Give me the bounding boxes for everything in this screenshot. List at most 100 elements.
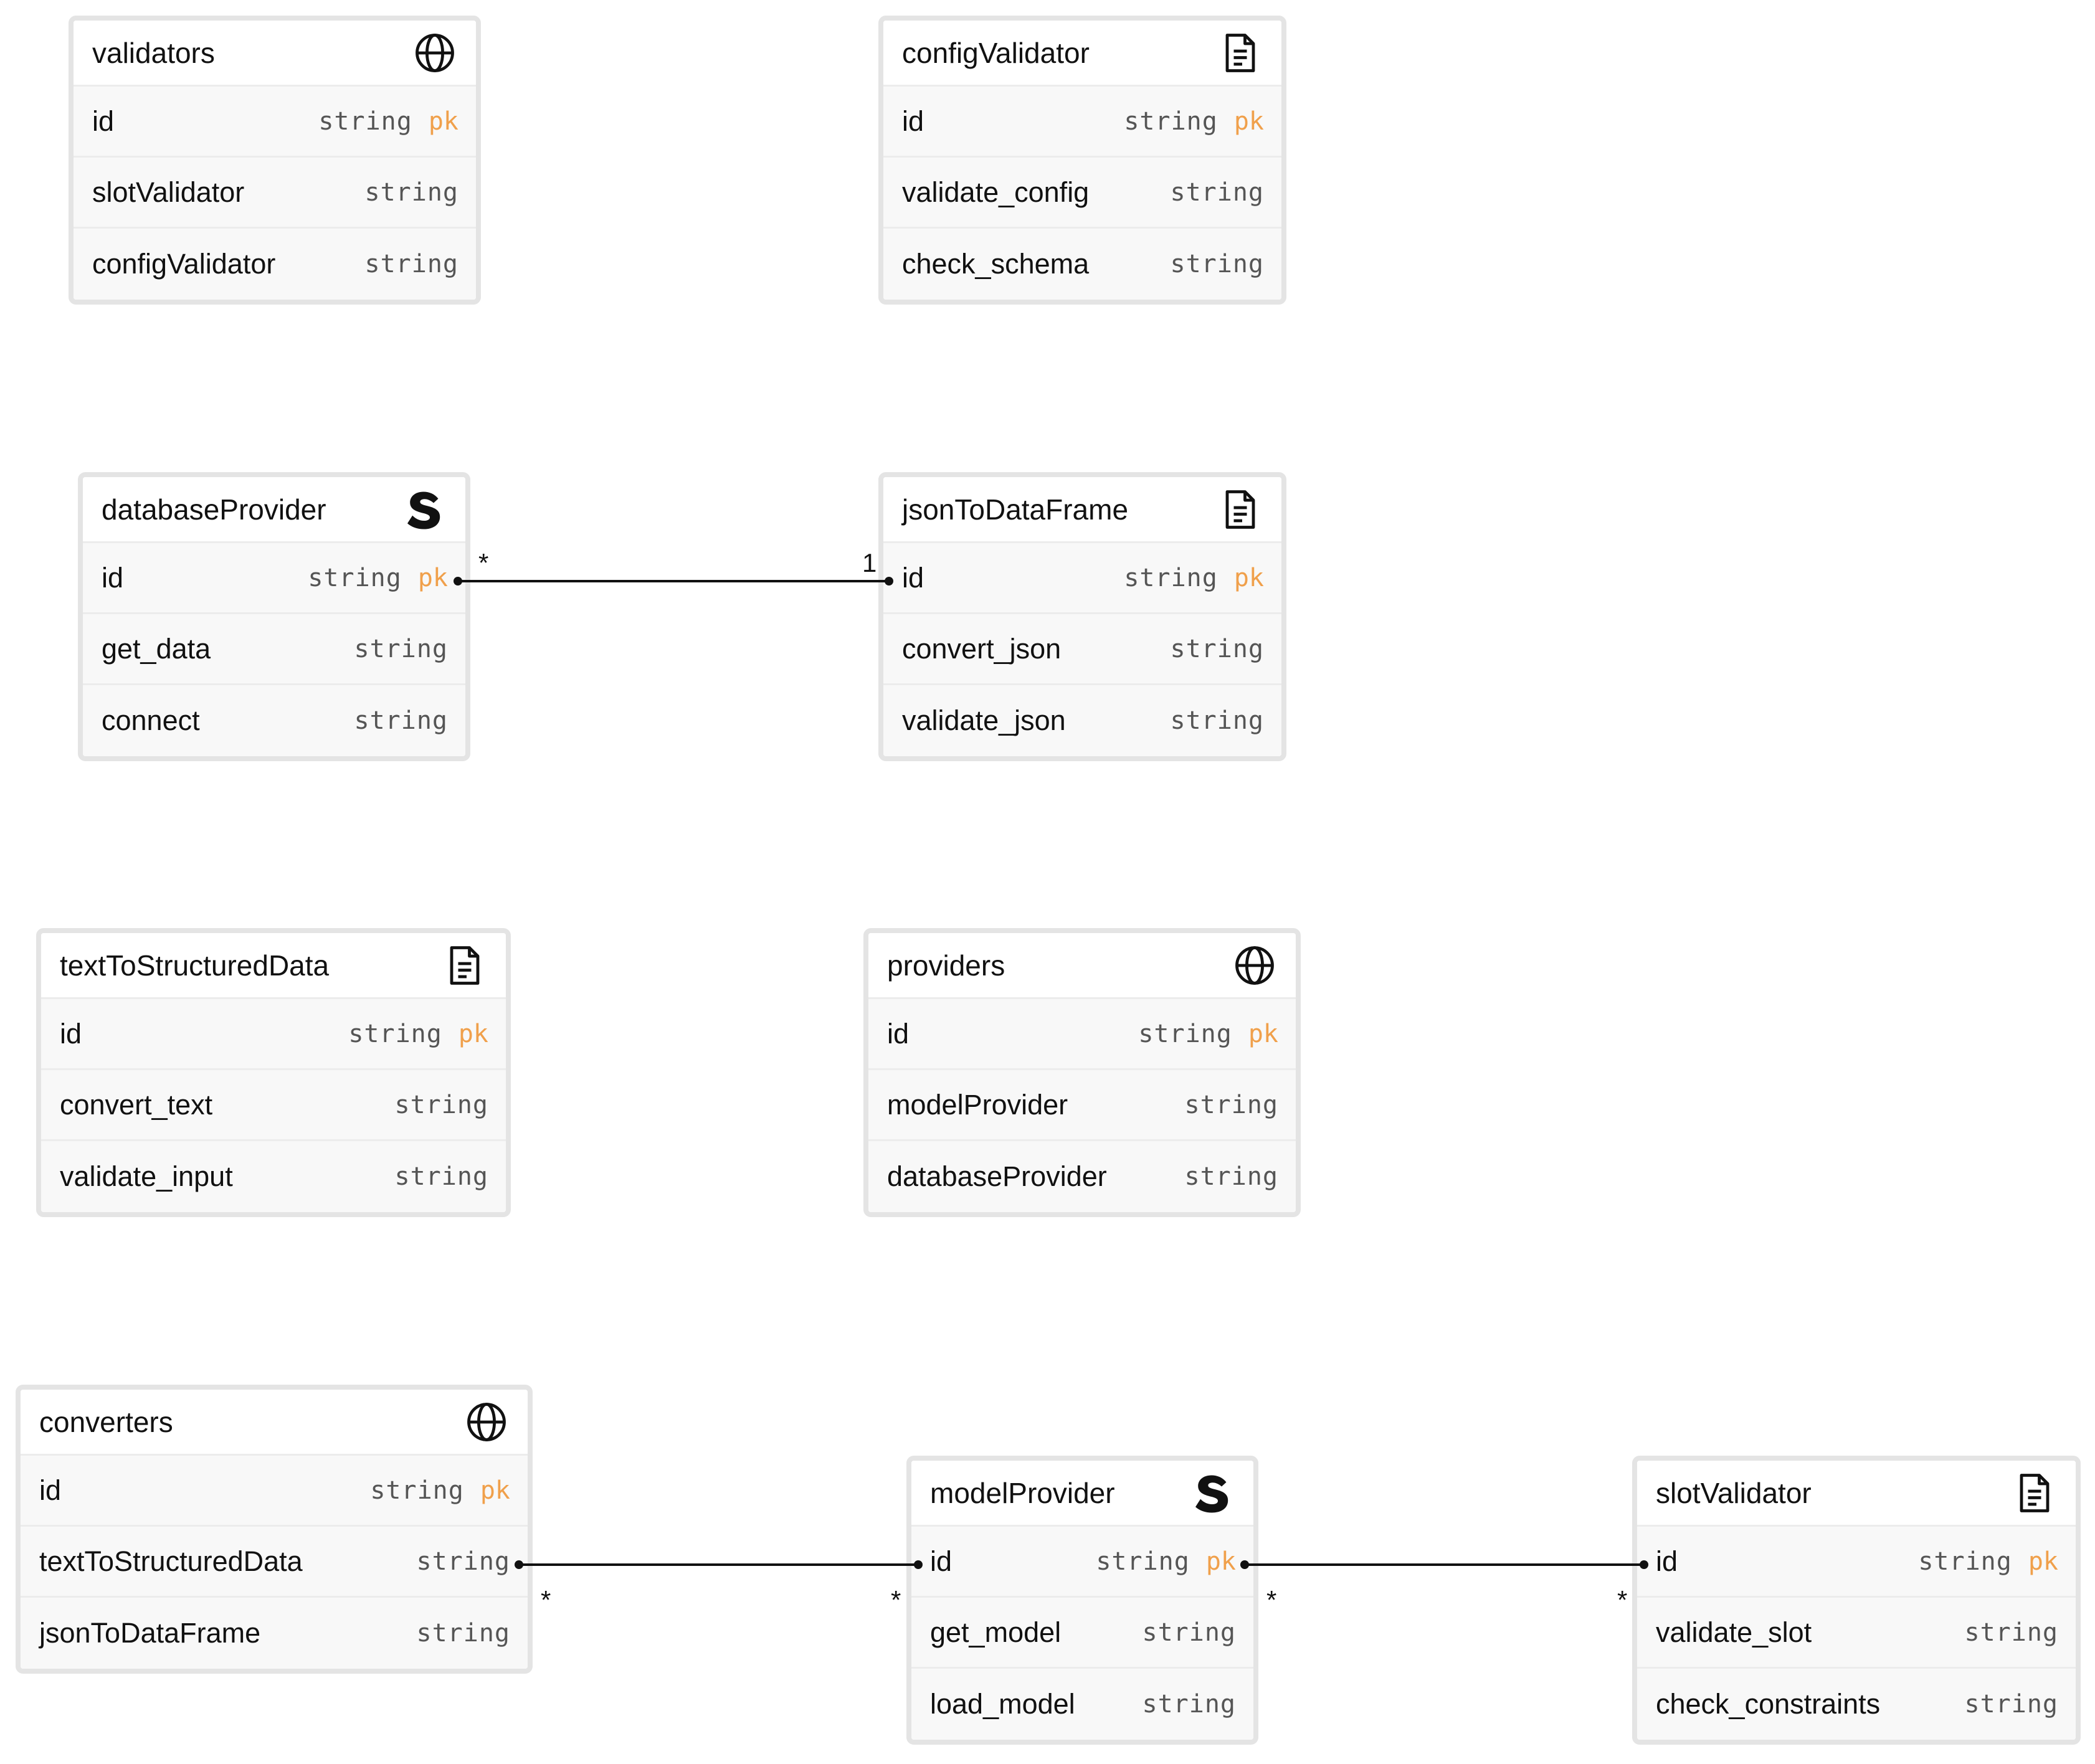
field-row-configValidator[interactable]: configValidator string xyxy=(74,229,476,300)
field-type: string xyxy=(364,250,458,278)
entity-title: configValidator xyxy=(902,36,1090,69)
field-name: id xyxy=(887,1017,910,1050)
entity-header[interactable]: converters xyxy=(21,1390,528,1456)
cardinality-label: * xyxy=(541,1585,551,1615)
entity-header[interactable]: textToStructuredData xyxy=(41,933,506,999)
field-row-convert_text[interactable]: convert_text string xyxy=(41,1070,506,1141)
field-type: string xyxy=(370,1476,464,1505)
relationship-modelProvider-slotValidator[interactable]: * * xyxy=(1240,1560,1648,1615)
field-type: string xyxy=(1142,1618,1236,1647)
document-icon xyxy=(1218,487,1263,532)
field-name: validate_slot xyxy=(1656,1616,1812,1648)
field-name: id xyxy=(902,561,924,594)
primary-key-badge: pk xyxy=(1233,107,1264,136)
relationship-endpoint xyxy=(515,1560,523,1569)
field-row-convert_json[interactable]: convert_json string xyxy=(883,614,1281,685)
s-logo-icon xyxy=(1190,1471,1235,1515)
relationship-converters-modelProvider[interactable]: * * xyxy=(515,1560,923,1615)
field-type: string xyxy=(348,1019,442,1048)
field-type: string xyxy=(1918,1547,2012,1576)
field-meta: string xyxy=(1143,1690,1237,1719)
globe-icon xyxy=(464,1400,509,1444)
entity-header[interactable]: jsonToDataFrame xyxy=(883,477,1281,543)
document-icon xyxy=(1218,31,1263,75)
field-name: id xyxy=(60,1017,82,1050)
cardinality-label: 1 xyxy=(862,548,876,577)
field-type: string xyxy=(308,563,402,592)
field-type: string xyxy=(416,1547,510,1576)
entity-header[interactable]: databaseProvider xyxy=(83,477,465,543)
cardinality-label: * xyxy=(1266,1585,1276,1615)
entity-header[interactable]: validators xyxy=(74,21,476,87)
field-type: string xyxy=(1170,178,1264,207)
entity-title: validators xyxy=(92,36,215,69)
field-type: string xyxy=(1184,1090,1278,1119)
field-name: jsonToDataFrame xyxy=(39,1617,261,1649)
entity-header[interactable]: providers xyxy=(868,933,1296,999)
entity-header[interactable]: configValidator xyxy=(883,21,1281,87)
globe-icon xyxy=(412,31,457,75)
field-meta: string xyxy=(365,250,459,278)
field-name: check_constraints xyxy=(1656,1688,1881,1720)
field-meta: string xyxy=(1171,250,1265,278)
entity-header[interactable]: slotValidator xyxy=(1637,1461,2076,1527)
field-meta: string xyxy=(417,1619,511,1648)
field-name: id xyxy=(902,105,924,137)
document-icon xyxy=(2012,1471,2057,1515)
entity-header[interactable]: modelProvider xyxy=(911,1461,1253,1527)
entity-title: slotValidator xyxy=(1656,1476,1812,1509)
field-type: string xyxy=(1170,634,1264,663)
field-type: string xyxy=(1184,1162,1278,1191)
field-meta: string xyxy=(1185,1162,1279,1191)
relationship-databaseProvider-jsonToDataFrame[interactable]: * 1 xyxy=(454,548,893,586)
entity-title: converters xyxy=(39,1405,173,1438)
globe-icon xyxy=(1232,943,1277,988)
field-name: convert_json xyxy=(902,632,1062,665)
field-type: string xyxy=(1138,1019,1232,1048)
field-name: id xyxy=(102,561,124,594)
field-name: convert_text xyxy=(60,1088,213,1121)
relationship-endpoint xyxy=(1240,1560,1249,1569)
field-row-jsonToDataFrame[interactable]: jsonToDataFrame string xyxy=(21,1598,528,1669)
field-type: string xyxy=(394,1090,488,1119)
field-name: id xyxy=(930,1545,952,1577)
field-meta: string xyxy=(354,706,449,735)
field-type: string xyxy=(416,1619,510,1648)
field-name: configValidator xyxy=(92,248,276,280)
